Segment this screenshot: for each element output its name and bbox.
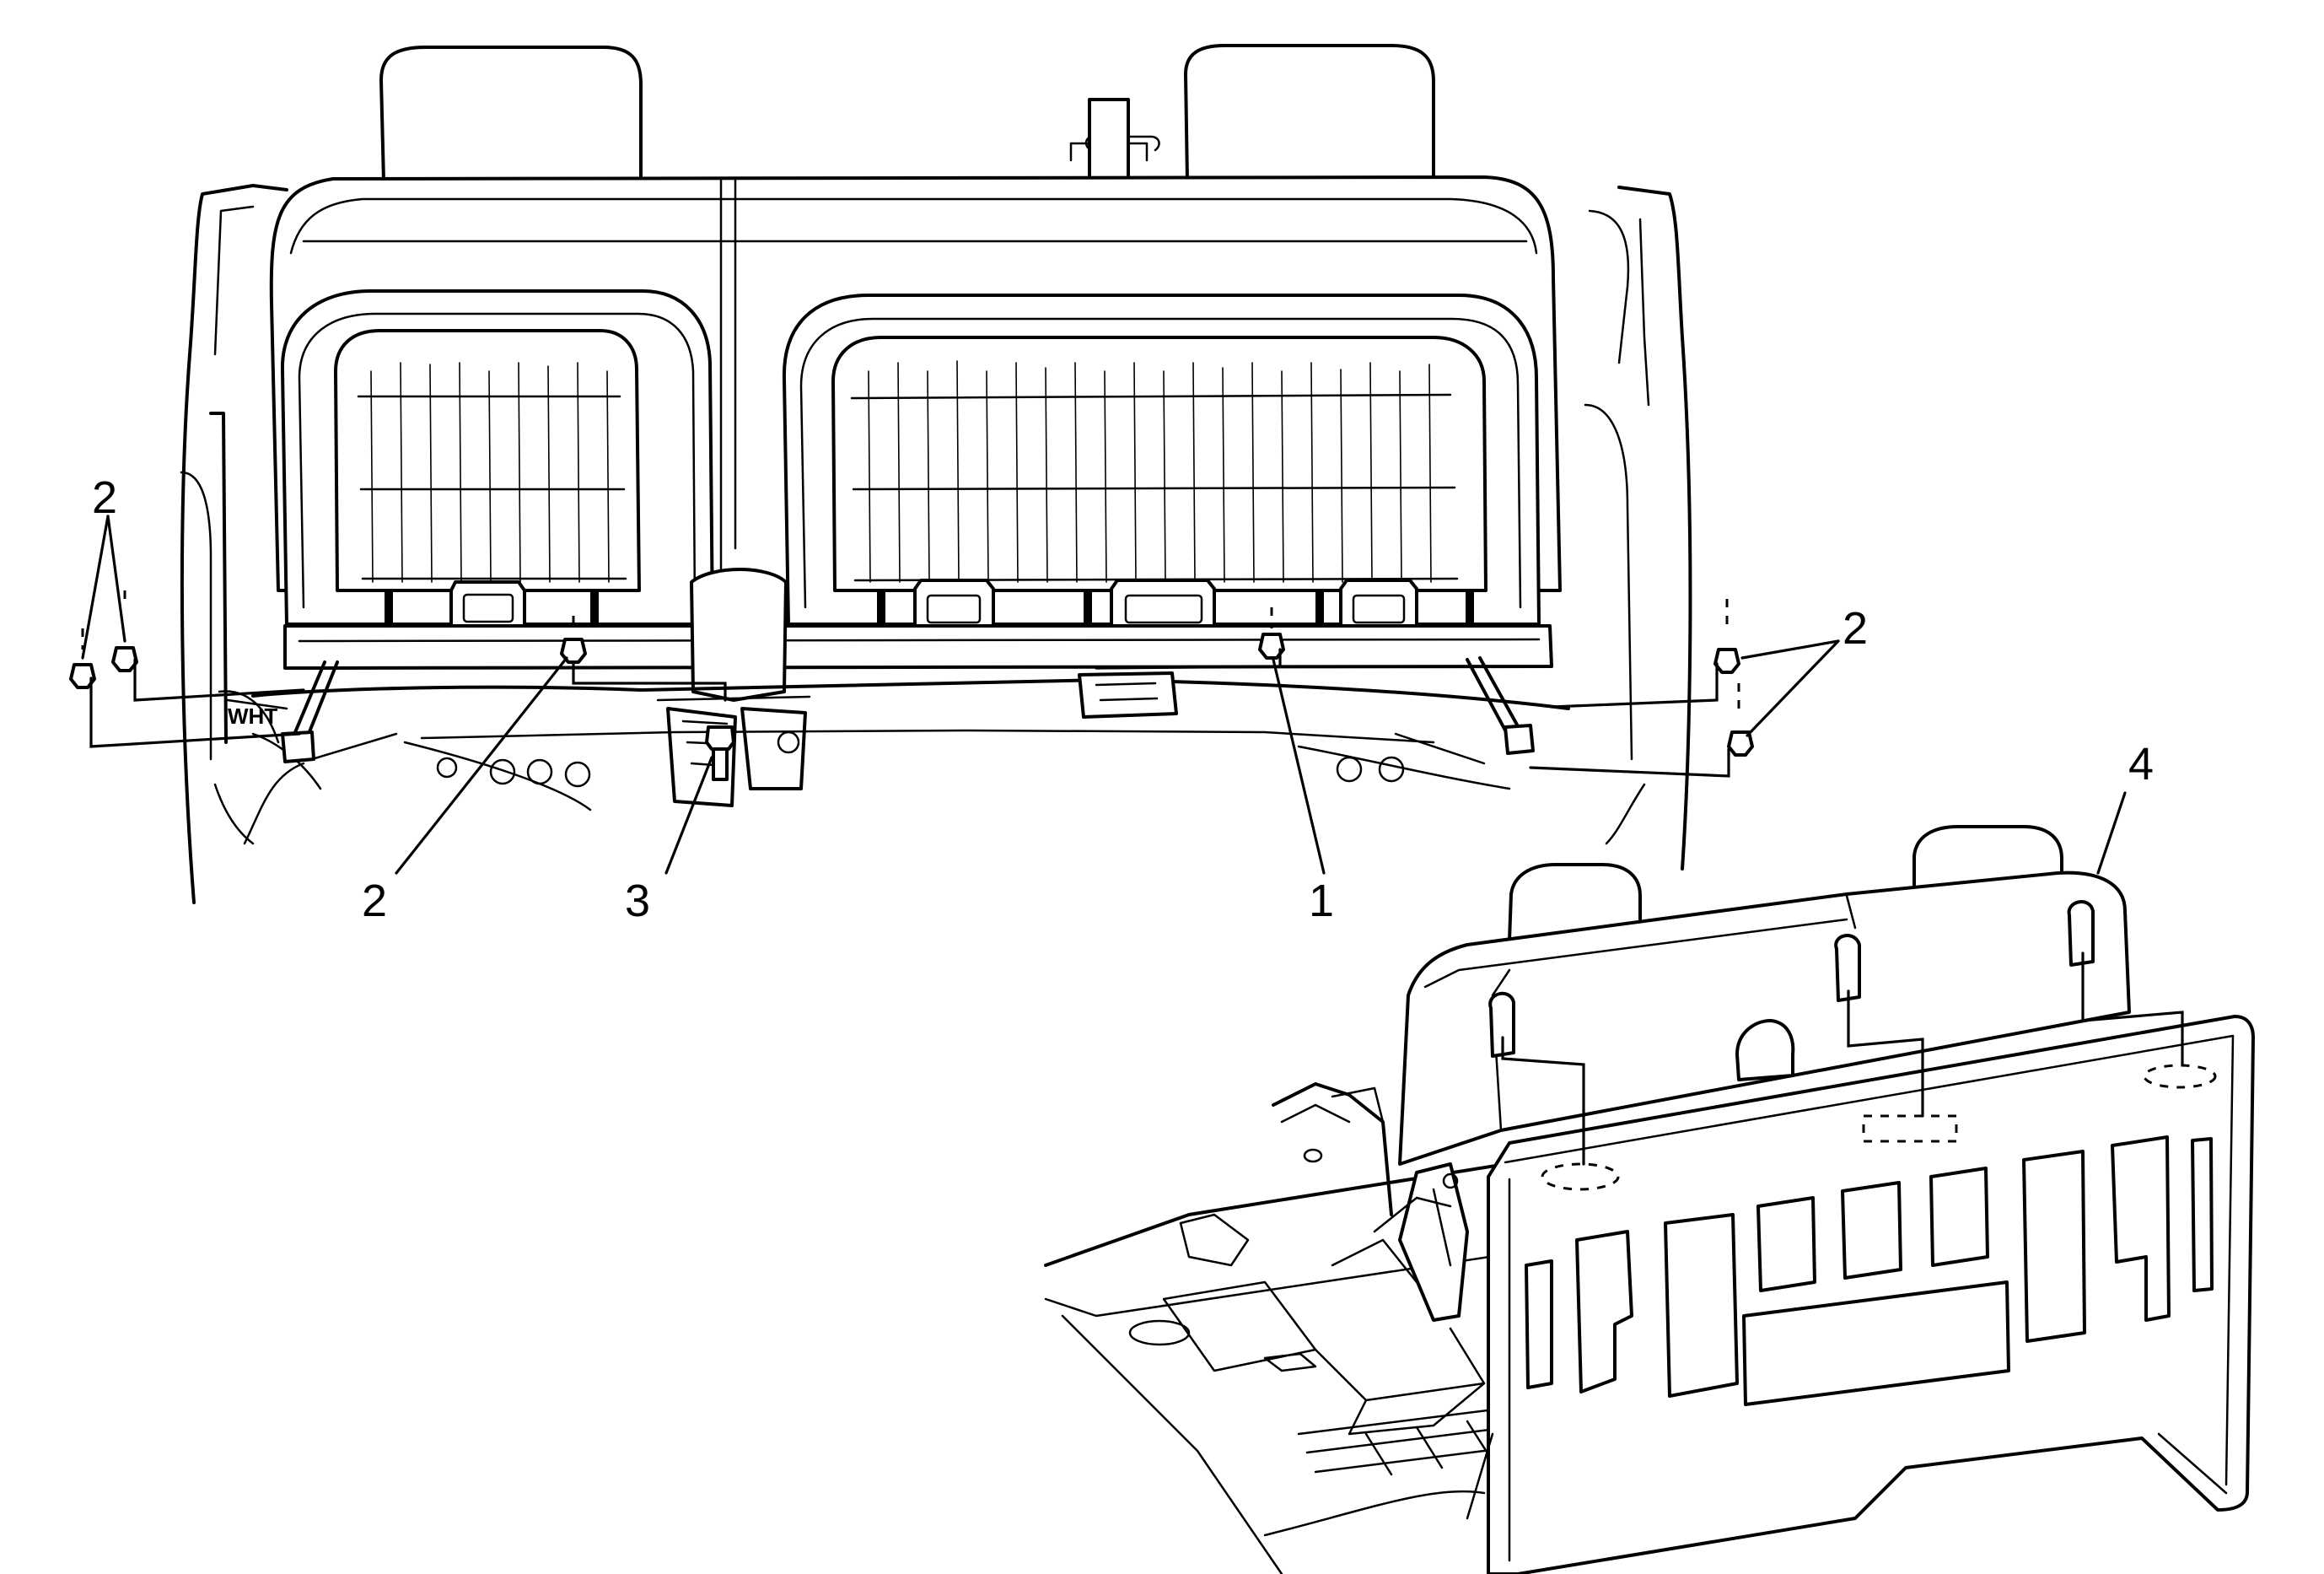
center-hinge	[690, 568, 788, 702]
harness-tag: WHT	[228, 703, 277, 729]
bolt-icon	[705, 725, 735, 751]
hook-slot	[1834, 934, 1861, 1002]
floor-crossmember	[251, 678, 1570, 710]
nut-icons	[69, 633, 1754, 781]
seat-lower-frame	[283, 624, 1553, 670]
hook-slot	[1488, 991, 1515, 1058]
callout-2-center: 2	[361, 876, 388, 926]
hook-receptacle	[1541, 1162, 1620, 1191]
nut-icon	[560, 638, 587, 664]
left-headrest	[379, 46, 643, 183]
callout-2-left: 2	[91, 472, 118, 523]
nut-icon	[1713, 648, 1740, 674]
hook-receptacle	[2143, 1064, 2217, 1089]
nut-icon	[1258, 633, 1285, 660]
left-grille	[357, 362, 627, 583]
callout-4: 4	[2128, 739, 2155, 790]
floor-anchor-bolts	[436, 756, 1405, 788]
inset-seat-back	[1398, 871, 2131, 1166]
hook-slot	[2067, 900, 2095, 967]
callout-2-right: 2	[1842, 603, 1869, 654]
hook-receptacle	[1862, 1114, 1958, 1143]
nut-icon	[69, 663, 96, 689]
panel-pockets	[1525, 1135, 2214, 1406]
rear-panel-inset-view	[1044, 791, 2255, 1574]
left-cab-wall	[180, 184, 288, 904]
leader-lines	[81, 515, 1840, 875]
rear-seat-main-view: WHT	[180, 44, 1692, 904]
nut-icon	[111, 646, 138, 672]
right-headrest	[1184, 44, 1435, 183]
stud-centerlines	[81, 590, 1740, 709]
right-cab-wall	[1617, 186, 1692, 871]
inset-left-headrest	[1508, 863, 1642, 942]
callout-3: 3	[624, 876, 651, 926]
callout-1: 1	[1308, 876, 1335, 926]
